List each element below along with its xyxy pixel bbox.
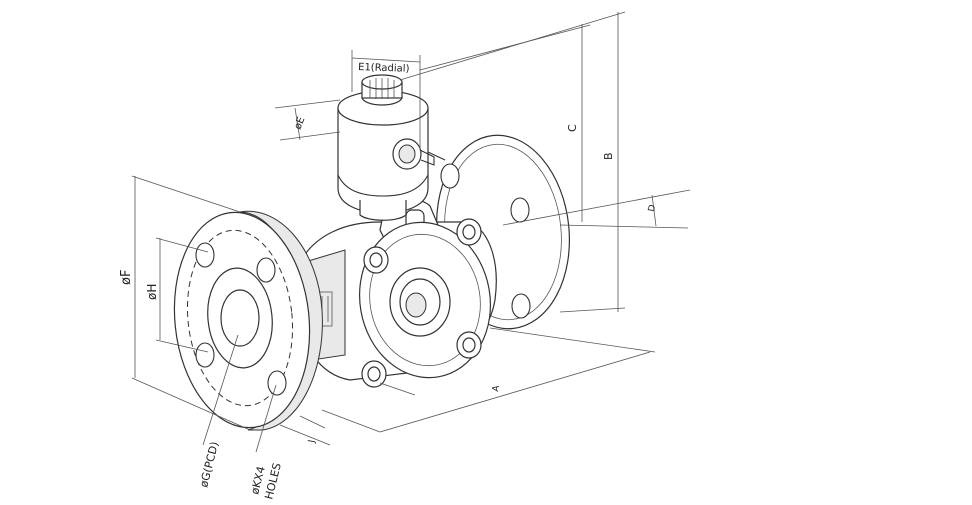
label-f: øF xyxy=(119,270,134,285)
label-a: A xyxy=(491,384,502,393)
label-h: øH xyxy=(145,284,159,300)
cover-bolt-1 xyxy=(363,246,389,274)
label-g: øG(PCD) xyxy=(197,440,221,488)
dimension-lines xyxy=(131,11,691,453)
dimension-labels: E1(Radial) øE C B D øF øH A J øG(PCD) øK… xyxy=(119,62,658,501)
left-flange xyxy=(173,210,323,431)
cover-bolt-4 xyxy=(361,360,387,388)
label-j: J xyxy=(307,439,317,444)
label-d: D xyxy=(647,204,658,213)
label-b: B xyxy=(602,152,615,160)
cover-bolt-2 xyxy=(456,218,482,246)
cover-bolt-3 xyxy=(456,331,482,359)
label-e: øE xyxy=(293,115,308,131)
label-e1: E1(Radial) xyxy=(358,62,410,75)
label-c: C xyxy=(566,124,579,132)
actuator-cover xyxy=(358,218,492,388)
solenoid-coil xyxy=(337,74,446,221)
